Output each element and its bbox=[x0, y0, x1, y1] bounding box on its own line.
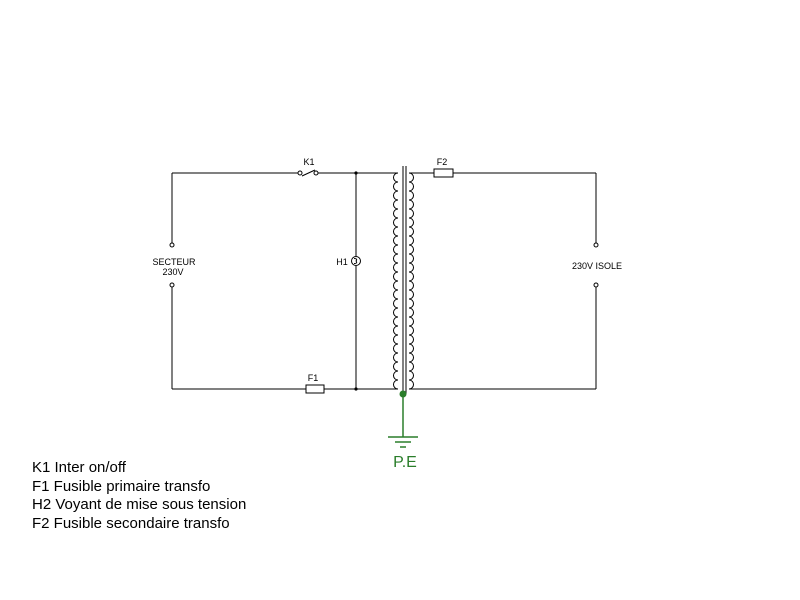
source-label-line1: SECTEUR bbox=[152, 257, 196, 267]
earth-label: P.E bbox=[393, 454, 417, 471]
f1-fuse-symbol bbox=[305, 384, 325, 394]
junction-dot bbox=[354, 387, 358, 391]
secondary-circuit bbox=[409, 172, 597, 390]
secondary-winding bbox=[408, 172, 414, 390]
f1-label: F1 bbox=[308, 373, 319, 383]
mains-terminals bbox=[169, 242, 175, 288]
legend-item-h2: H2 Voyant de mise sous tension bbox=[32, 496, 247, 513]
legend-item-f1: F1 Fusible primaire transfo bbox=[32, 477, 211, 495]
legend: K1 Inter on/off F1 Fusible primaire tran… bbox=[32, 459, 246, 533]
junction-dot bbox=[354, 171, 358, 175]
transformer-symbol bbox=[393, 166, 414, 394]
k1-switch-symbol bbox=[297, 169, 319, 177]
f2-fuse-symbol bbox=[433, 168, 454, 178]
h1-lamp-symbol bbox=[351, 256, 361, 266]
primary-winding bbox=[393, 172, 399, 390]
legend-item-k1: K1 Inter on/off bbox=[32, 459, 126, 476]
source-label-line2: 230V bbox=[162, 267, 183, 277]
legend-item-f2: F2 Fusible secondaire transfo bbox=[32, 514, 230, 532]
f2-label: F2 bbox=[437, 157, 448, 167]
earth-symbol bbox=[388, 390, 418, 448]
output-label: 230V ISOLE bbox=[572, 261, 622, 271]
primary-circuit bbox=[171, 171, 398, 391]
k1-label: K1 bbox=[303, 157, 314, 167]
h1-label: H1 bbox=[336, 257, 348, 267]
output-terminals bbox=[593, 242, 599, 288]
